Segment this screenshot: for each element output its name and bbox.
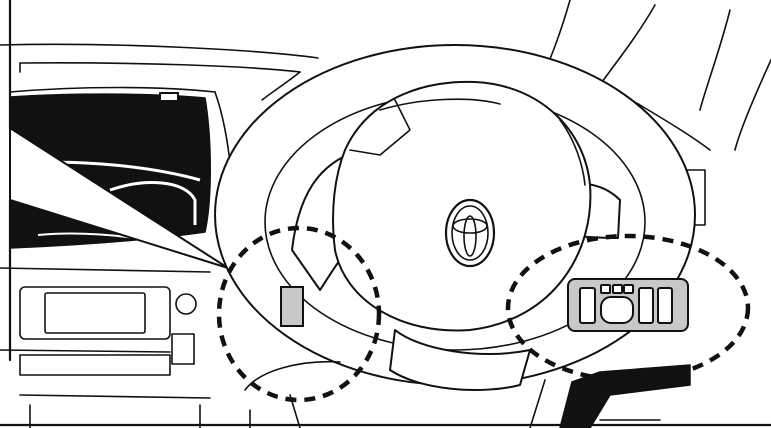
highlighted-button — [281, 287, 303, 326]
center-console — [0, 268, 210, 428]
dash-top-lines — [0, 44, 318, 100]
steering-wheel — [215, 45, 695, 390]
switch-panel — [568, 279, 688, 331]
